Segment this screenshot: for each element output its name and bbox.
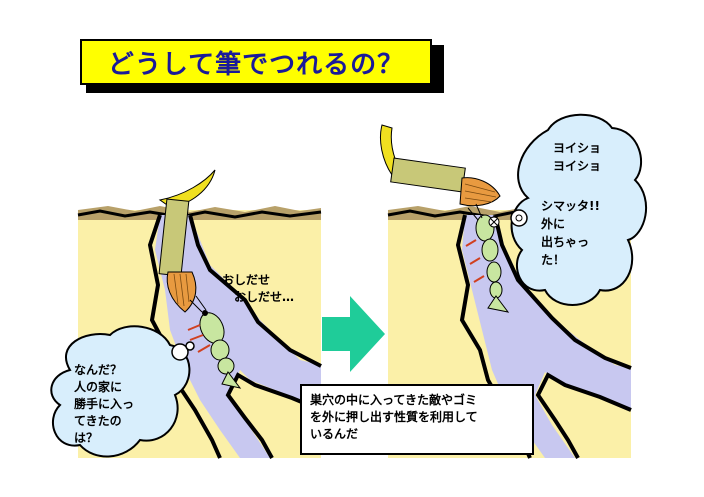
right-brush-handle-icon	[390, 157, 466, 193]
left-thought-line3: 勝手に入っ	[74, 397, 135, 411]
right-thought-line5: 外に	[541, 217, 566, 231]
left-speech-line1: おしだせ	[222, 273, 271, 287]
left-thought-line4: てきたの	[74, 414, 122, 428]
right-thought-line4: シマッタ!!	[541, 199, 600, 213]
title-box: どうして筆でつれるの？	[80, 39, 432, 85]
left-thought-line2: 人の家に	[74, 380, 123, 394]
left-shrimp-icon	[187, 295, 242, 389]
right-burrow-wall-right	[493, 214, 632, 370]
right-burrow-wall-lower	[535, 372, 632, 459]
right-shrimp-icon	[465, 203, 510, 313]
left-burrow-water	[155, 215, 321, 458]
left-thought-line1: なんだ？	[74, 363, 123, 377]
right-thought-line6: 出ちゃっ	[541, 235, 590, 249]
next-arrow-icon	[322, 296, 385, 372]
right-thought-line1: ヨイショ	[553, 141, 602, 155]
note-line2: を外に押し出す性質を利用して	[310, 410, 478, 424]
explanation-note: 巣穴の中に入ってきた敵やゴミ を外に押し出す性質を利用して いるんだ	[300, 384, 534, 455]
left-ground-line	[77, 209, 322, 219]
note-line3: いるんだ	[310, 427, 359, 441]
left-burrow-wall-right	[188, 214, 322, 368]
right-thought-line7: た！	[541, 253, 566, 267]
right-thought-bubble	[510, 113, 648, 306]
note-line1: 巣穴の中に入ってきた敵やゴミ	[310, 393, 478, 407]
right-thought-line2: ヨイショ	[553, 159, 602, 173]
page-title: どうして筆でつれるの？	[107, 49, 405, 80]
left-thought-bubble	[50, 325, 195, 458]
left-panel	[50, 169, 322, 459]
left-speech-line2: おしだせ…	[234, 290, 295, 304]
left-thought-line5: は？	[74, 431, 99, 445]
